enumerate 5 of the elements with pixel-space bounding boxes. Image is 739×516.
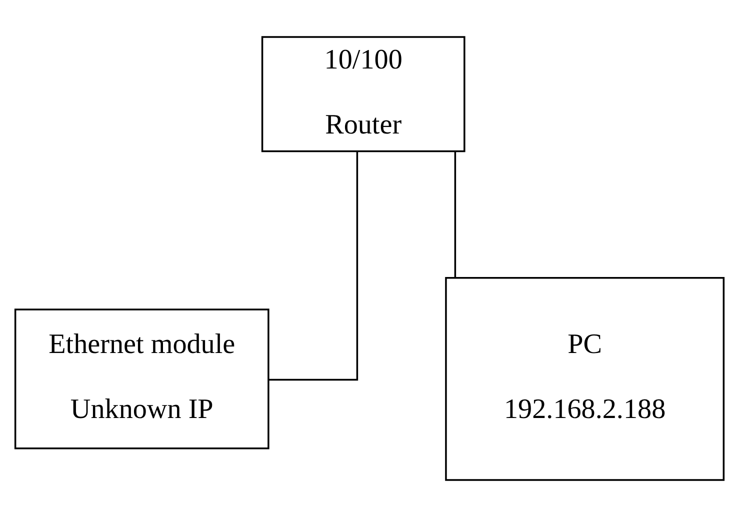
- connector: [269, 151, 358, 380]
- node-box: Ethernet module Unknown IP: [14, 308, 270, 449]
- node-box: 10/100 Router: [261, 36, 466, 152]
- connector: [454, 151, 456, 278]
- node-box: PC 192.168.2.188: [445, 276, 725, 480]
